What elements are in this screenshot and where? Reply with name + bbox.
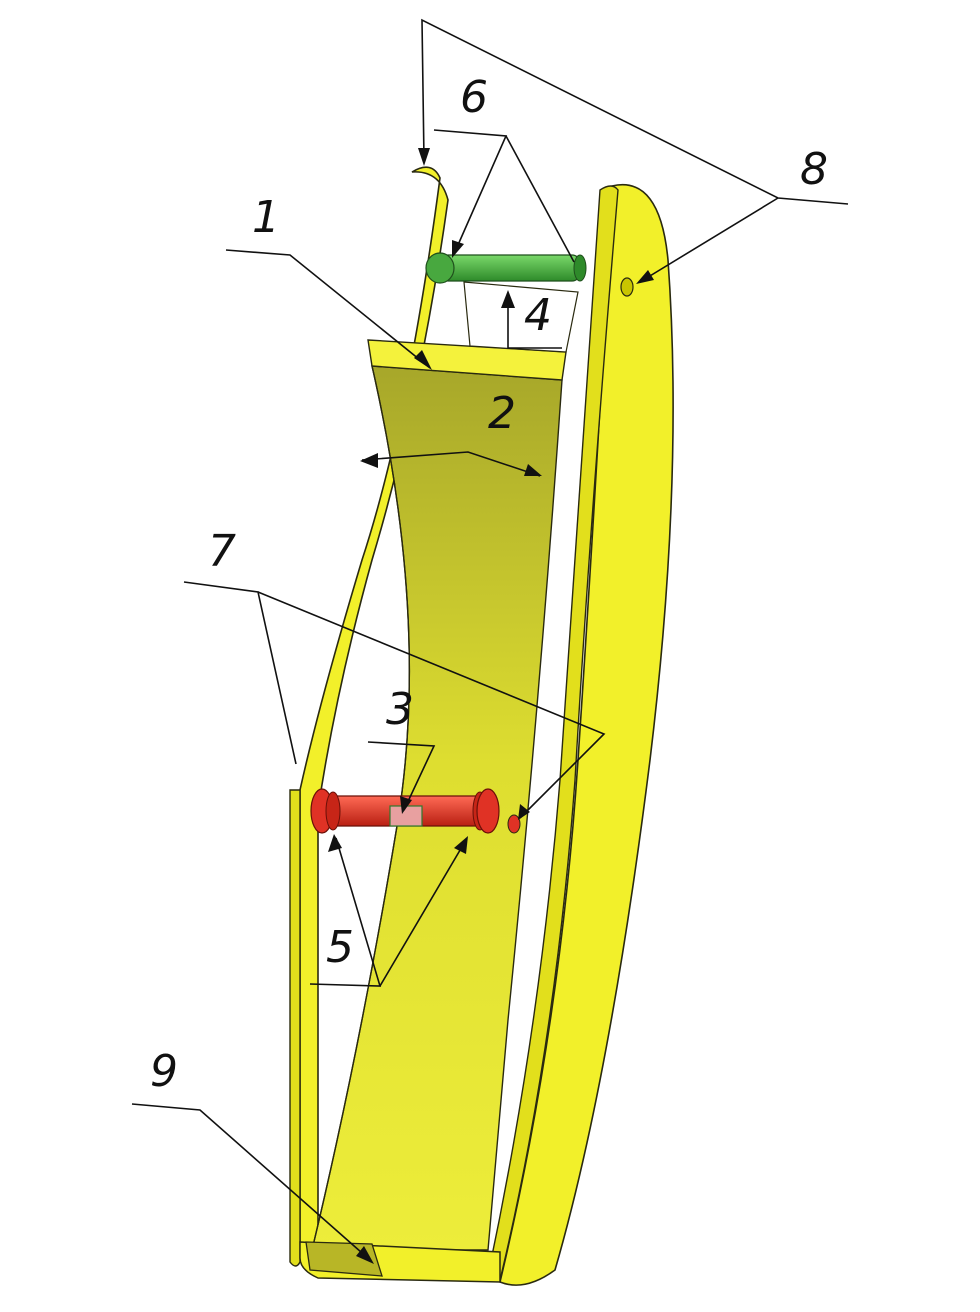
right-side-plate bbox=[499, 183, 674, 1286]
callout-8: 8 bbox=[800, 144, 828, 195]
upper-pin bbox=[425, 252, 587, 284]
callout-2: 2 bbox=[488, 388, 516, 439]
callout-4: 4 bbox=[524, 290, 552, 341]
leader-lines bbox=[131, 18, 849, 1261]
callout-3: 3 bbox=[386, 684, 414, 735]
lower-pin bbox=[310, 788, 500, 834]
callout-5: 5 bbox=[326, 922, 354, 973]
callout-6: 6 bbox=[460, 72, 488, 123]
upper-web-strip bbox=[463, 281, 579, 353]
arrowheads bbox=[328, 148, 654, 1264]
lower-pin-hole bbox=[507, 814, 521, 834]
callout-1: 1 bbox=[252, 192, 280, 243]
callout-9: 9 bbox=[150, 1046, 178, 1097]
upper-pin-hole bbox=[620, 277, 634, 297]
callout-7: 7 bbox=[208, 526, 236, 577]
